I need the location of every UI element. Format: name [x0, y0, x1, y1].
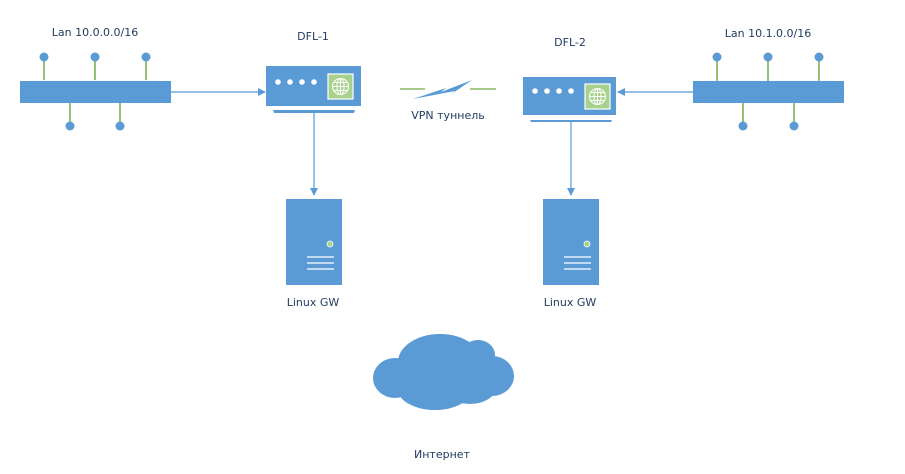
- host-node: [789, 121, 799, 131]
- lan-left-segment[interactable]: [20, 52, 171, 131]
- vpn-tunnel-label: VPN туннель: [411, 109, 484, 122]
- host-node: [738, 121, 748, 131]
- lan-right-segment[interactable]: [693, 52, 844, 131]
- vpn-tunnel[interactable]: [400, 80, 496, 99]
- server-icon: [543, 199, 599, 285]
- router-right[interactable]: [523, 77, 616, 122]
- host-node: [712, 52, 722, 62]
- server-right[interactable]: [543, 199, 599, 285]
- router-globe-icon: [523, 77, 616, 122]
- lan-segment-icon: [693, 52, 844, 131]
- server-right-label: Linux GW: [544, 296, 597, 309]
- host-node: [39, 52, 49, 62]
- host-node: [763, 52, 773, 62]
- router-right-label: DFL-2: [554, 36, 586, 49]
- router-globe-icon: [266, 66, 361, 113]
- router-left-label: DFL-1: [297, 30, 329, 43]
- router-left[interactable]: [266, 66, 361, 113]
- lan-segment-icon: [20, 52, 171, 131]
- lan-right-label: Lan 10.1.0.0/16: [725, 27, 812, 40]
- host-node: [814, 52, 824, 62]
- lightning-bolt-icon: [413, 80, 472, 99]
- cloud-icon: [373, 334, 514, 410]
- server-icon: [286, 199, 342, 285]
- host-node: [65, 121, 75, 131]
- lan-left-label: Lan 10.0.0.0/16: [52, 26, 139, 39]
- server-left[interactable]: [286, 199, 342, 285]
- host-node: [115, 121, 125, 131]
- server-left-label: Linux GW: [287, 296, 340, 309]
- host-node: [141, 52, 151, 62]
- internet-cloud[interactable]: [373, 334, 514, 410]
- internet-label: Интернет: [414, 448, 471, 461]
- host-node: [90, 52, 100, 62]
